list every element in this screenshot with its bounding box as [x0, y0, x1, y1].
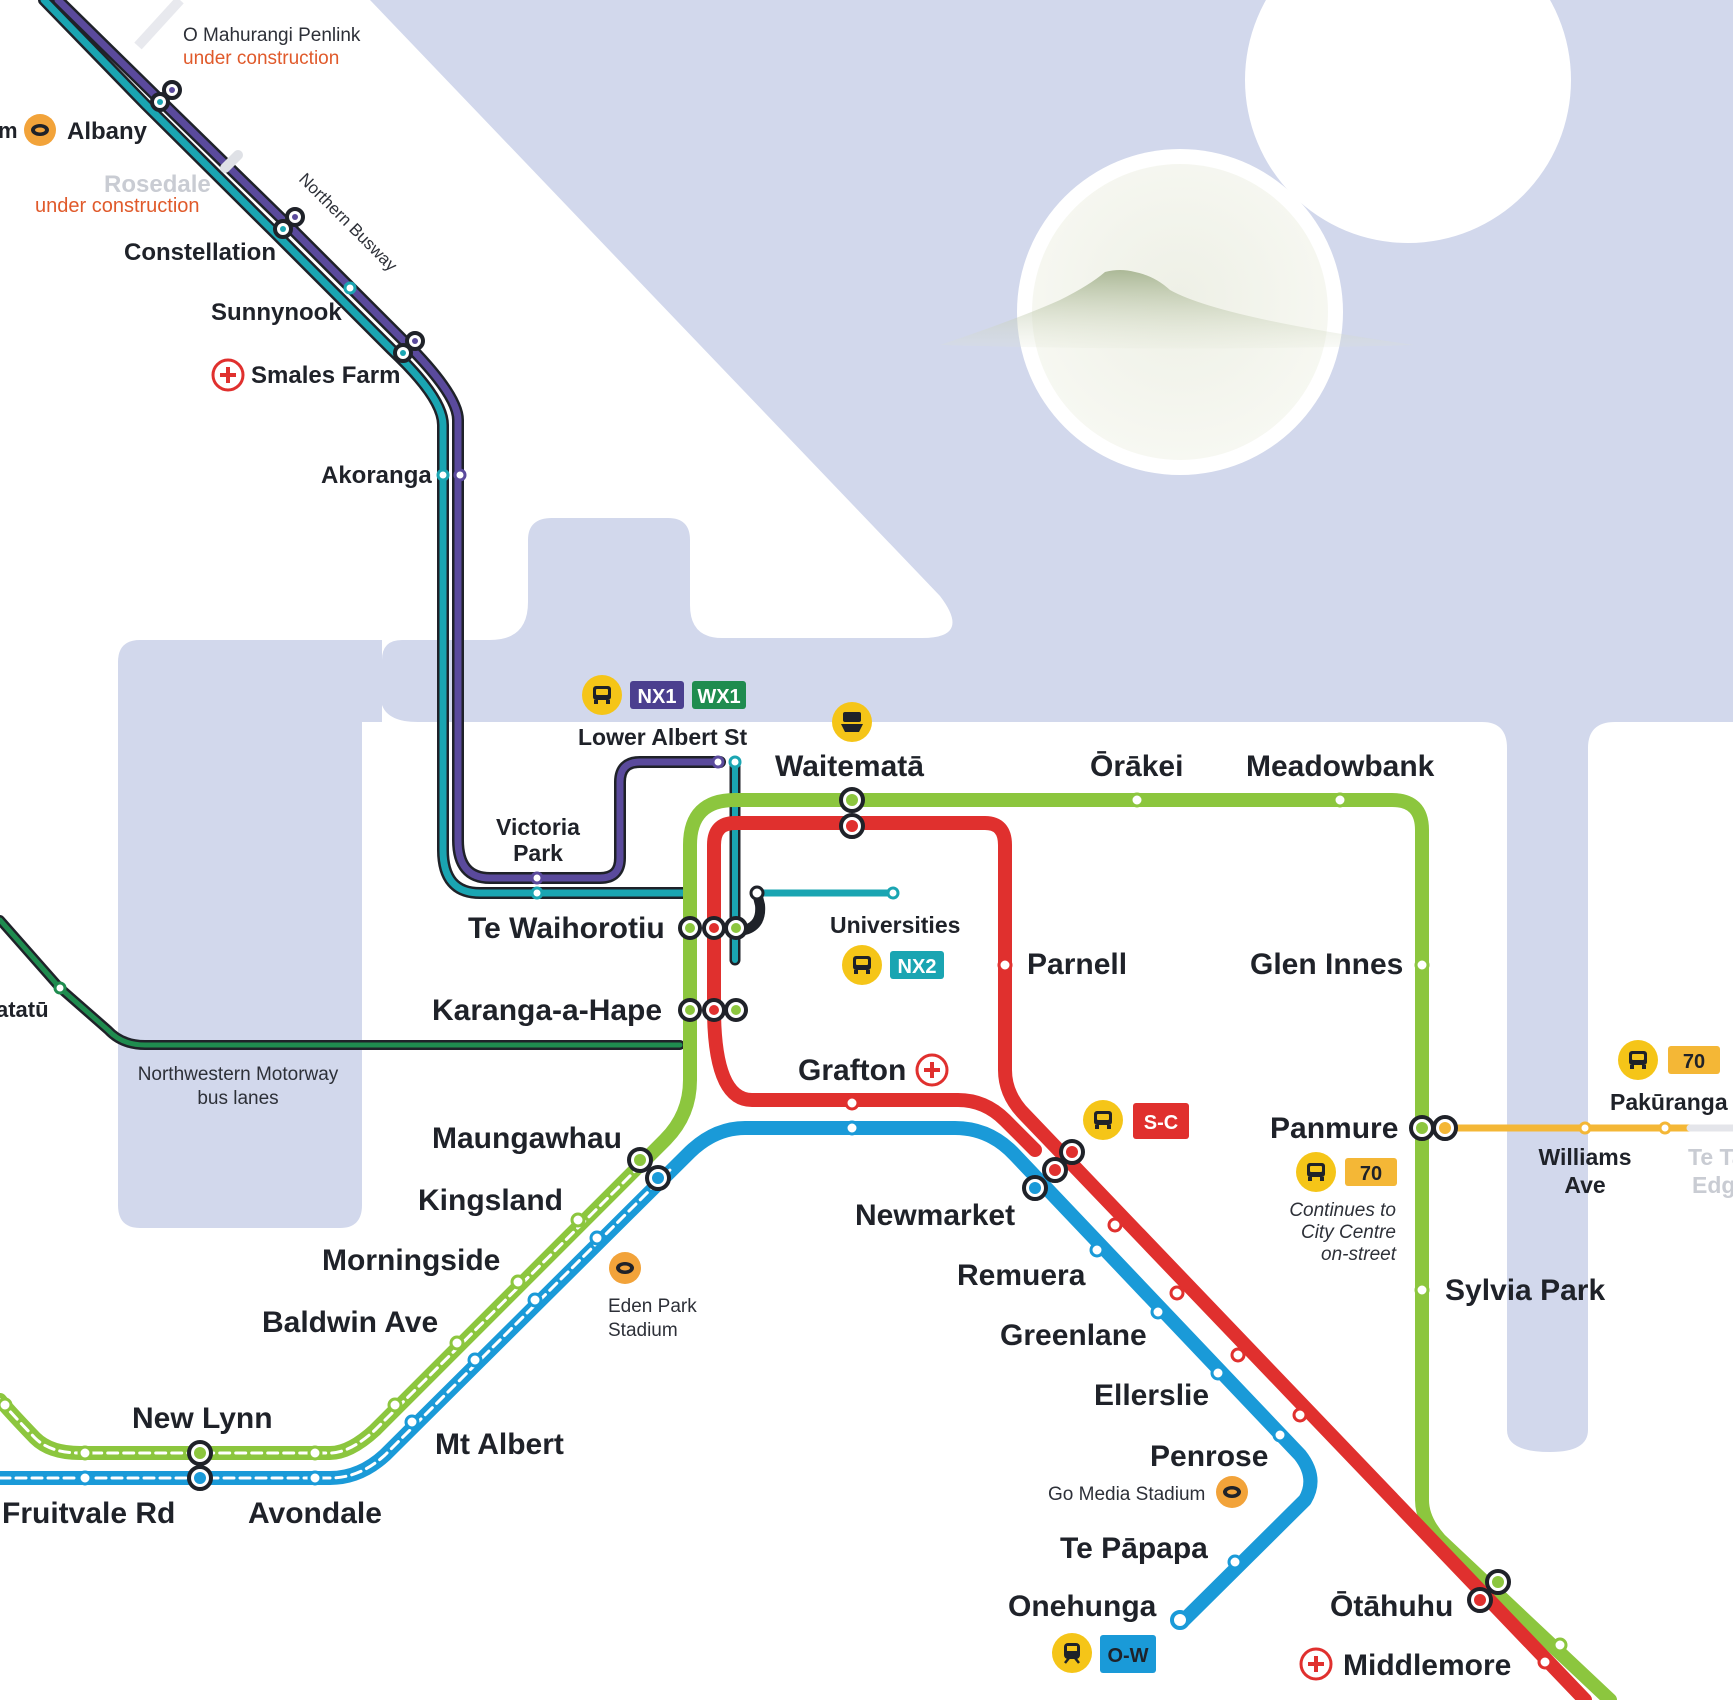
water-shapes — [118, 0, 1733, 1452]
label-nw-motorway-1: Northwestern Motorway — [138, 1064, 339, 1085]
badge-ow: O-W — [1107, 1645, 1148, 1667]
station-lower-albert-st[interactable]: Lower Albert St — [578, 724, 747, 750]
station-williams-ave-1[interactable]: Williams — [1538, 1144, 1631, 1170]
station-penrose[interactable]: Penrose — [1150, 1440, 1268, 1473]
route-badges: NX1 WX1 NX2 S-C 70 70 O-W — [630, 681, 1720, 1673]
hospital-icon — [915, 1053, 949, 1087]
bus-icon — [1296, 1152, 1336, 1192]
station-morningside[interactable]: Morningside — [322, 1244, 500, 1277]
badge-route70-a: 70 — [1360, 1163, 1382, 1185]
station-kingsland[interactable]: Kingsland — [418, 1184, 563, 1217]
station-smales-farm[interactable]: Smales Farm — [251, 362, 400, 389]
badge-nx2: NX2 — [898, 956, 937, 978]
station-mt-albert[interactable]: Mt Albert — [435, 1428, 564, 1461]
station-constellation[interactable]: Constellation — [124, 239, 276, 266]
station-newmarket[interactable]: Newmarket — [855, 1199, 1015, 1232]
station-atatu[interactable]: atatū — [0, 997, 49, 1022]
station-middlemore[interactable]: Middlemore — [1343, 1649, 1511, 1682]
station-sunnynook[interactable]: Sunnynook — [211, 299, 342, 326]
bus-icon — [1618, 1040, 1658, 1080]
badge-sc: S-C — [1144, 1112, 1178, 1134]
station-te-papapa[interactable]: Te Pāpapa — [1060, 1532, 1208, 1565]
stadium-icon — [609, 1252, 641, 1284]
badge-route70-b: 70 — [1683, 1051, 1705, 1073]
station-maungawhau[interactable]: Maungawhau — [432, 1122, 622, 1155]
station-sylvia-park[interactable]: Sylvia Park — [1445, 1274, 1605, 1307]
badge-nx1: NX1 — [638, 686, 677, 708]
bus-icon — [842, 945, 882, 985]
southern-line — [707, 816, 1592, 1700]
eastern-line — [0, 793, 1617, 1700]
station-karanga-a-hape[interactable]: Karanga-a-Hape — [432, 994, 662, 1027]
station-glen-innes[interactable]: Glen Innes — [1250, 948, 1403, 981]
station-meadowbank[interactable]: Meadowbank — [1246, 750, 1435, 783]
marker-smales-farm[interactable] — [393, 331, 425, 363]
station-te-ta-1[interactable]: Te Ta — [1688, 1144, 1733, 1170]
label-continues-1: Continues to — [1289, 1200, 1396, 1221]
ferry-icon — [832, 702, 872, 742]
station-grafton[interactable]: Grafton — [798, 1054, 906, 1087]
marker-fills — [157, 87, 1504, 1606]
stadium-icon — [24, 114, 56, 146]
station-onehunga[interactable]: Onehunga — [1008, 1590, 1157, 1623]
station-rosedale[interactable]: Rosedale — [104, 171, 211, 198]
marker-waitemata[interactable] — [839, 787, 865, 839]
hospital-icon — [1299, 1647, 1333, 1681]
station-otahuhu[interactable]: Ōtāhuhu — [1330, 1590, 1453, 1623]
upper-harbour — [370, 0, 1733, 1452]
train-icon — [1052, 1633, 1092, 1673]
station-victoria-park-1[interactable]: Victoria — [496, 814, 580, 840]
badge-wx1: WX1 — [697, 686, 740, 708]
small-island — [1245, 0, 1571, 243]
station-te-ta-2[interactable]: Edg — [1692, 1172, 1733, 1198]
label-continues-3: on-street — [1321, 1244, 1397, 1265]
volcano-island — [940, 270, 1415, 349]
label-eden-park-1: Eden Park — [608, 1296, 697, 1317]
station-baldwin-ave[interactable]: Baldwin Ave — [262, 1306, 438, 1339]
rosedale-spur — [220, 150, 243, 173]
hospital-icon — [211, 358, 245, 392]
label-nw-motorway-2: bus lanes — [197, 1088, 278, 1109]
station-greenlane[interactable]: Greenlane — [1000, 1319, 1147, 1352]
label-continues-2: City Centre — [1301, 1222, 1396, 1243]
northwestern-line — [0, 915, 685, 1050]
onehunga-line — [0, 1121, 1318, 1629]
station-pakuranga[interactable]: Pakūranga — [1610, 1089, 1728, 1115]
label-penlink: O Mahurangi Penlink — [183, 25, 361, 46]
station-akoranga[interactable]: Akoranga — [321, 462, 432, 489]
label-eden-park-2: Stadium — [608, 1320, 678, 1341]
waitemata-west-arm — [118, 640, 382, 1228]
bus-icon — [582, 675, 622, 715]
label-rosedale-status: under construction — [35, 195, 200, 217]
penlink-road — [134, 0, 184, 50]
station-parnell[interactable]: Parnell — [1027, 948, 1127, 981]
label-penlink-status: under construction — [183, 48, 339, 69]
station-markers — [150, 80, 1511, 1630]
marker-onehunga[interactable] — [1170, 1610, 1190, 1630]
station-avondale[interactable]: Avondale — [248, 1497, 382, 1530]
station-orakei[interactable]: Ōrākei — [1090, 750, 1183, 783]
northern-busway-line — [38, 0, 897, 966]
station-new-lynn[interactable]: New Lynn — [132, 1402, 273, 1435]
station-left-edge: m — [0, 118, 18, 143]
station-labels: O Mahurangi Penlink under construction m… — [0, 25, 1733, 1682]
station-waitemata[interactable]: Waitematā — [775, 750, 924, 783]
station-te-waihorotiu[interactable]: Te Waihorotiu — [468, 912, 665, 945]
station-remuera[interactable]: Remuera — [957, 1259, 1086, 1292]
station-williams-ave-2[interactable]: Ave — [1564, 1172, 1605, 1198]
label-go-media: Go Media Stadium — [1048, 1484, 1205, 1505]
station-panmure[interactable]: Panmure — [1270, 1112, 1398, 1145]
station-fruitvale-rd[interactable]: Fruitvale Rd — [2, 1497, 175, 1530]
station-ellerslie[interactable]: Ellerslie — [1094, 1379, 1209, 1412]
station-victoria-park-2[interactable]: Park — [513, 840, 563, 866]
bus-icon — [1083, 1100, 1123, 1140]
simple-stops — [0, 281, 1672, 1670]
stadium-icon — [1216, 1476, 1248, 1508]
station-albany[interactable]: Albany — [67, 118, 148, 145]
station-universities[interactable]: Universities — [830, 912, 960, 938]
icons — [24, 114, 1658, 1681]
